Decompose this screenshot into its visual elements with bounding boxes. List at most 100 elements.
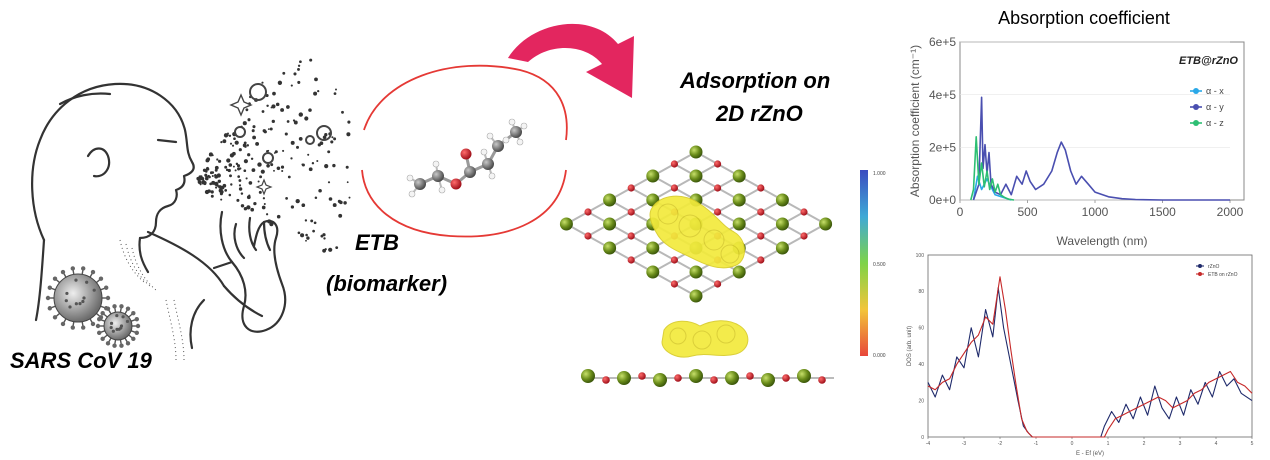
virus-spike-tip: [100, 336, 105, 342]
etb-carbon: [432, 170, 444, 182]
y-tick-label: 0: [921, 435, 924, 441]
virus-spike-tip: [90, 269, 96, 275]
virus-spike-tip: [70, 325, 75, 330]
o-atom: [627, 184, 635, 192]
virus-spike-tip: [90, 321, 96, 327]
breath-dot: [238, 179, 242, 182]
breath-dot: [280, 165, 285, 169]
adsorption-label-line1: Adsorption on: [679, 68, 830, 93]
etb-label: ETB: [355, 230, 399, 255]
x-tick-label: -4: [926, 441, 931, 447]
absorption-chart-title: Absorption coefficient: [998, 8, 1170, 28]
breath-dot: [214, 168, 218, 172]
virus-spike-tip: [112, 304, 117, 309]
breath-dot: [290, 205, 295, 209]
breath-dot: [290, 157, 293, 160]
etb-hydrogen: [488, 172, 496, 180]
x-tick-label: 3: [1179, 441, 1182, 447]
breath-dot: [214, 165, 219, 170]
virus-spot: [115, 327, 119, 331]
breath-dot: [246, 195, 251, 200]
virus-spot: [115, 313, 119, 318]
breath-dot: [301, 163, 305, 167]
zn-atom-side: [761, 373, 775, 387]
o-atom: [714, 184, 722, 192]
colorbar-top-label: 1.000: [873, 171, 886, 177]
breath-dot: [261, 110, 265, 113]
virus-spike-tip: [60, 269, 66, 275]
breath-dot: [224, 165, 228, 169]
virus-spike-tip: [131, 310, 136, 316]
breath-dot: [269, 222, 274, 227]
breath-dot: [244, 145, 247, 148]
legend-label: α - y: [1206, 102, 1224, 112]
o-atom-side: [746, 372, 754, 380]
breath-dot: [314, 77, 318, 82]
breath-dot: [262, 197, 266, 200]
breath-dot: [271, 104, 276, 109]
virus-spike-tip: [134, 330, 139, 336]
breath-dot: [322, 233, 326, 237]
breath-dot: [276, 166, 281, 171]
legend-marker: [1198, 264, 1202, 268]
virus-spot: [78, 302, 82, 306]
breath-dot: [248, 181, 253, 185]
breath-particles: [196, 58, 351, 253]
virus-spot: [109, 321, 114, 325]
breath-dot: [208, 152, 213, 157]
breath-dot: [196, 176, 200, 181]
breath-dot: [225, 168, 229, 172]
breath-dot: [328, 197, 333, 201]
o-atom: [670, 184, 679, 192]
zn-atom: [819, 217, 833, 231]
x-tick-label: 0: [957, 205, 964, 219]
breath-dot: [236, 198, 240, 202]
breath-dot: [230, 183, 233, 186]
virus-body: [53, 273, 103, 323]
absorption-annotation: ETB@rZnO: [1179, 55, 1238, 67]
breath-dot: [298, 137, 303, 141]
etb-carbon: [510, 126, 522, 138]
breath-dot: [267, 219, 272, 224]
etb-hydrogen: [508, 118, 516, 126]
breath-dot: [240, 204, 245, 208]
y-tick-label: 20: [918, 398, 924, 404]
o-atom: [670, 280, 679, 288]
breath-dot: [282, 71, 286, 75]
breath-dot: [220, 198, 223, 201]
breath-dot: [270, 106, 273, 109]
etb-oxygen: [450, 178, 462, 190]
breath-dot: [347, 120, 351, 124]
o-atom-side: [710, 376, 718, 384]
breath-dot: [276, 214, 281, 219]
breath-dot: [341, 110, 344, 114]
breath-dot: [309, 58, 313, 62]
o-atom-side: [602, 376, 610, 384]
breath-dot: [324, 133, 328, 137]
breath-dot: [214, 181, 219, 187]
virus-label: SARS CoV 19: [10, 348, 153, 373]
breath-dot: [231, 144, 235, 147]
zn-atom: [689, 169, 703, 183]
breath-dot: [290, 84, 293, 87]
breath-dot: [307, 153, 310, 156]
x-tick-label: 1: [1107, 441, 1110, 447]
breath-dot: [338, 213, 343, 218]
breath-dot: [229, 174, 232, 178]
o-atom-side: [782, 374, 790, 382]
breath-dot: [286, 120, 290, 123]
o-atom-side: [818, 376, 826, 384]
x-tick-label: -1: [1034, 441, 1039, 447]
series-line-etb-on-rzno: [927, 276, 1253, 438]
breath-dot: [299, 60, 302, 64]
dos-y-label: DOS (arb. unit): [907, 326, 913, 366]
breath-dot: [226, 158, 231, 163]
etb-hydrogen: [502, 136, 510, 144]
zn-atom: [603, 241, 617, 255]
breath-dot: [234, 140, 239, 145]
virus-spike-tip: [125, 306, 131, 311]
o-atom: [714, 280, 722, 288]
breath-dot: [335, 246, 339, 250]
breath-dot: [281, 169, 284, 173]
o-atom: [584, 232, 592, 240]
